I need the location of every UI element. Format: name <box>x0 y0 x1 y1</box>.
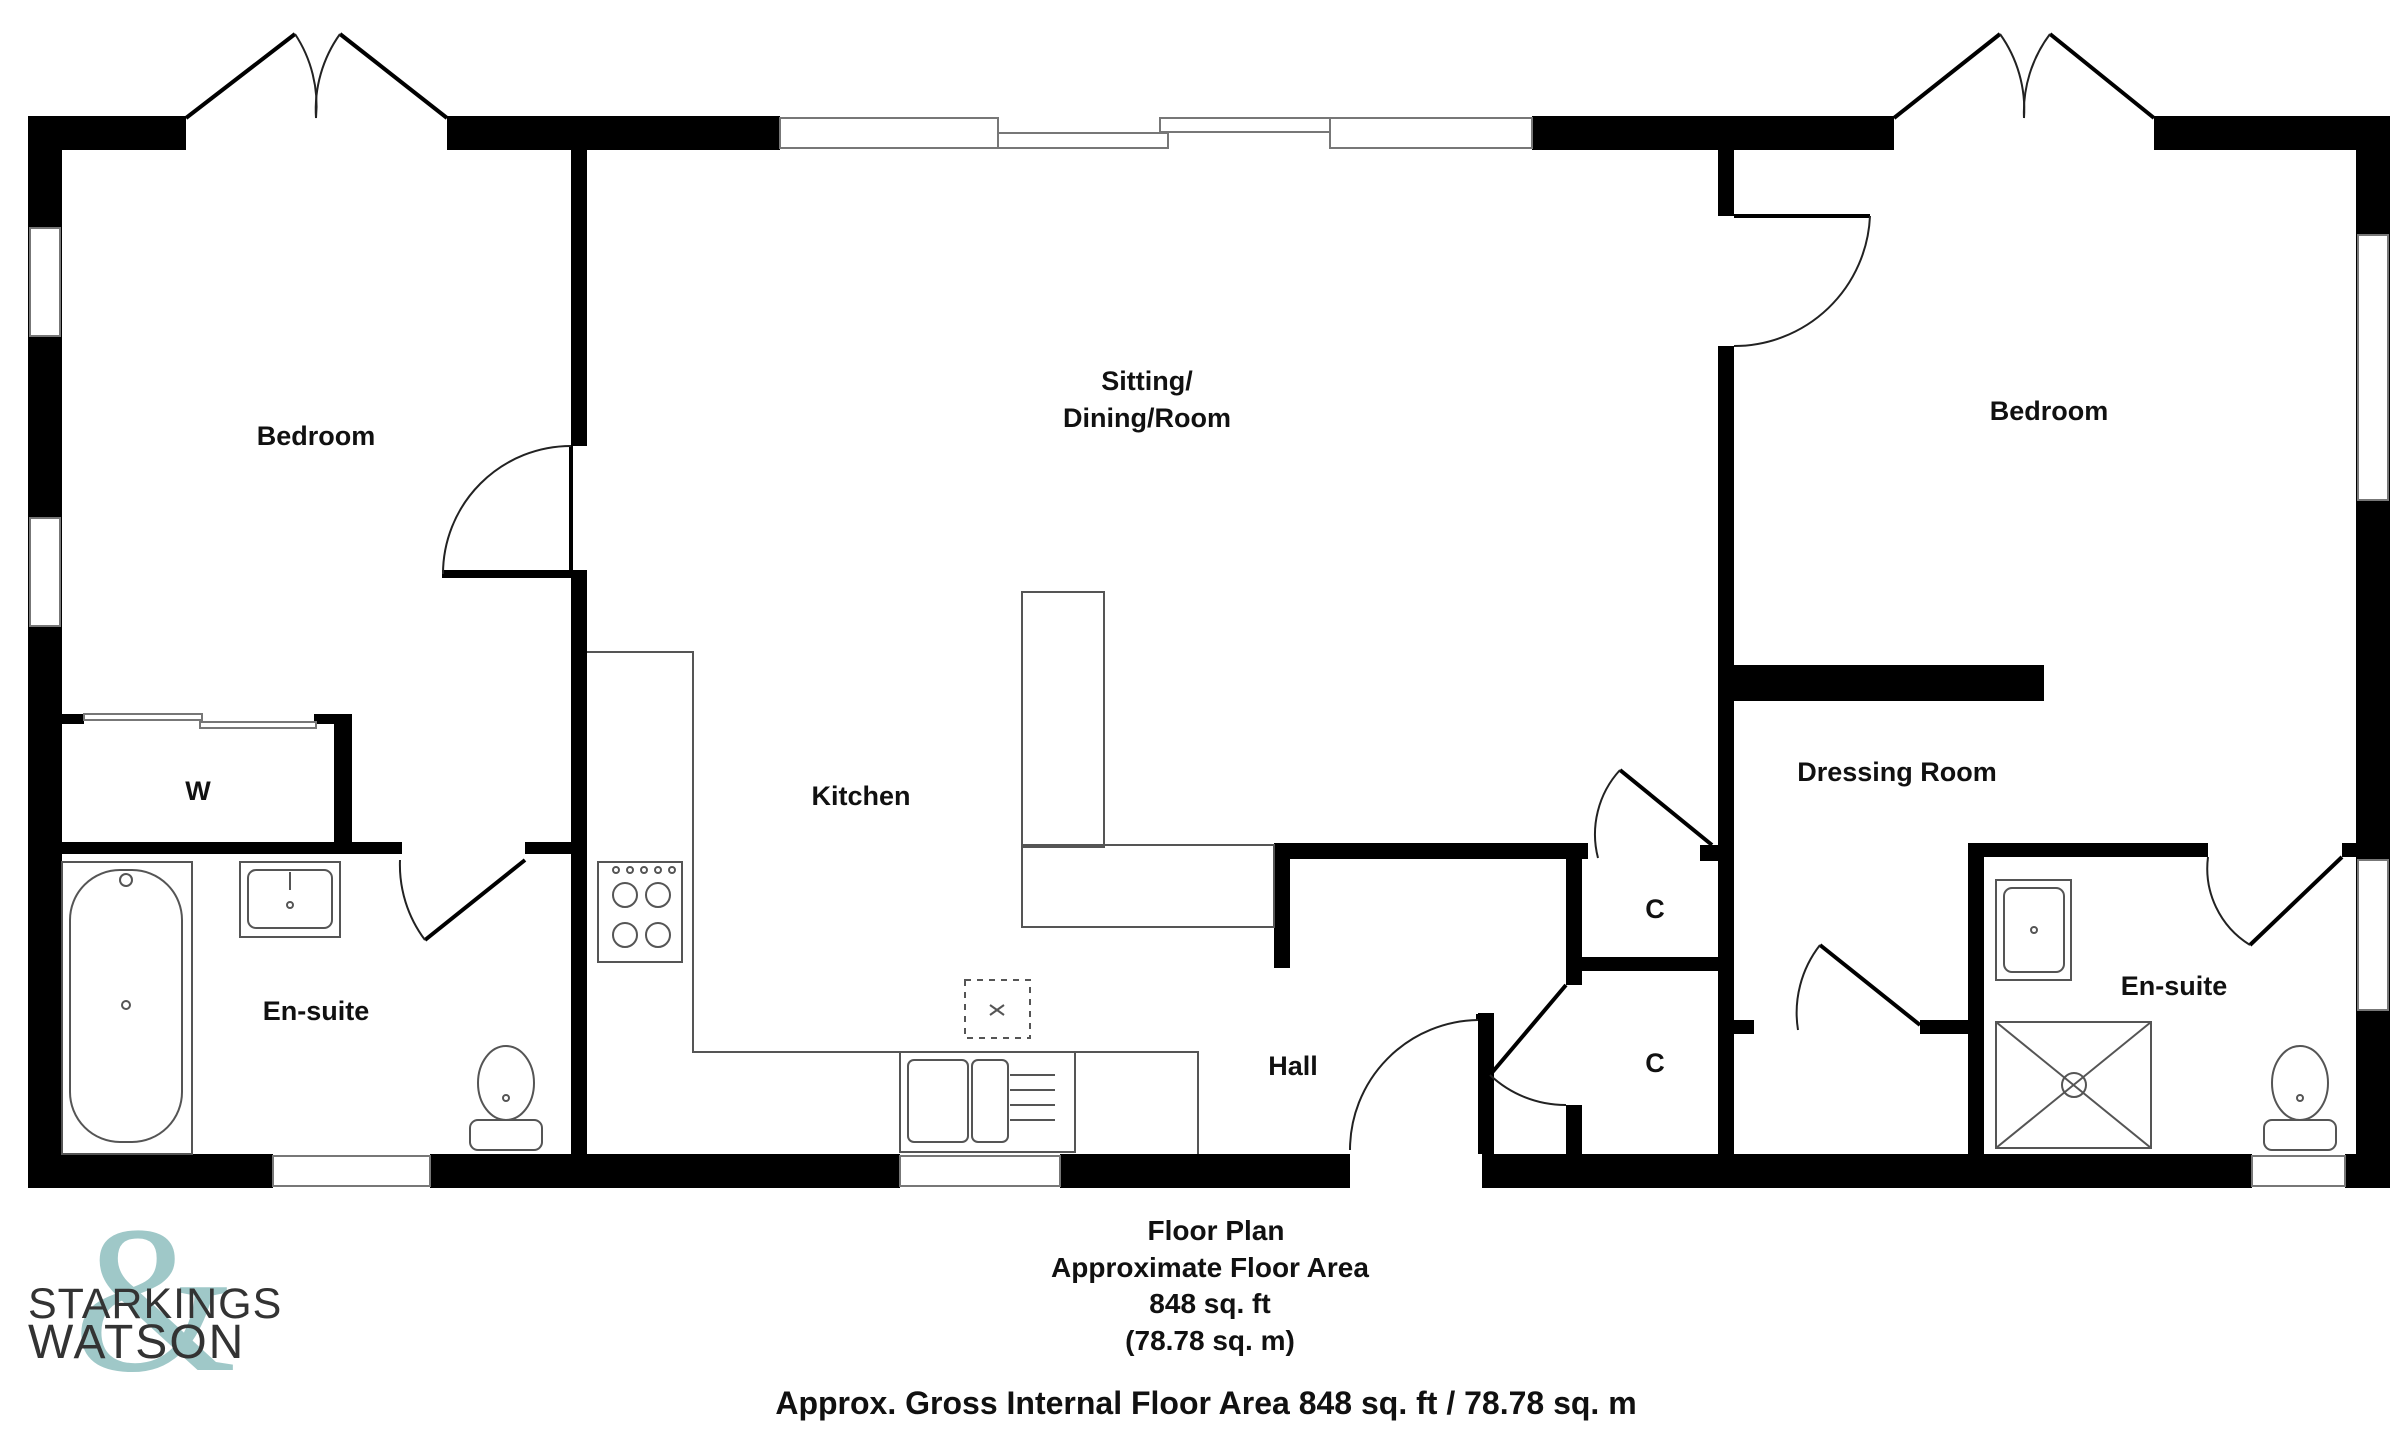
window-right-1 <box>2357 234 2389 501</box>
internal-doors <box>398 214 2344 1151</box>
caption-area-sqm: (78.78 sq. m) <box>1125 1325 1295 1356</box>
windows <box>29 117 2389 1187</box>
room-label-cupboard-lower: C <box>1645 1048 1665 1078</box>
starkings-watson-logo: & STARKINGS WATSON <box>28 1184 282 1416</box>
room-label-ensuite-left: En-suite <box>263 996 370 1026</box>
window-bottom-3 <box>2251 1155 2346 1187</box>
logo-ampersand: & <box>73 1184 236 1416</box>
kitchen-island <box>1021 591 1105 848</box>
room-label-cupboard-upper: C <box>1645 894 1665 924</box>
internal-walls <box>62 150 2356 1154</box>
room-label-kitchen: Kitchen <box>811 781 910 811</box>
room-label-ensuite-right: En-suite <box>2121 971 2228 1001</box>
window-top-4 <box>1329 117 1533 149</box>
wardrobe-doors <box>83 713 317 729</box>
logo-line2: WATSON <box>28 1316 245 1369</box>
basin-right-icon <box>1995 879 2072 981</box>
window-top-1 <box>779 117 999 149</box>
room-label-bedroom-right: Bedroom <box>1990 396 2109 426</box>
room-label-dressing-room: Dressing Room <box>1797 757 1997 787</box>
room-label-bedroom-left: Bedroom <box>257 421 376 451</box>
window-top-2 <box>997 132 1169 149</box>
toilet-icon <box>469 1045 543 1151</box>
room-label-wardrobe: W <box>185 776 211 806</box>
logo-line1: STARKINGS <box>28 1280 282 1328</box>
window-left-2 <box>29 517 61 627</box>
gross-area-footer: Approx. Gross Internal Floor Area 848 sq… <box>775 1385 1636 1421</box>
caption-area-sqft: 848 sq. ft <box>1149 1288 1270 1319</box>
window-left-1 <box>29 227 61 337</box>
room-label-hall: Hall <box>1268 1051 1318 1081</box>
outer-walls <box>28 116 2390 1188</box>
bath-icon <box>61 861 193 1155</box>
room-label-sitting-dining-line2: Dining/Room <box>1063 403 1231 433</box>
shower-icon <box>1995 1021 2152 1149</box>
toilet-right-icon <box>2263 1045 2337 1151</box>
window-bottom-2 <box>899 1155 1061 1187</box>
caption-area-label: Approximate Floor Area <box>1051 1252 1369 1283</box>
bath-fittings <box>61 861 2337 1155</box>
room-label-sitting-dining: Sitting/ <box>1101 366 1193 396</box>
caption-title: Floor Plan <box>1148 1215 1285 1246</box>
extractor-icon <box>964 979 1031 1039</box>
window-right-2 <box>2357 859 2389 1011</box>
sink-icon <box>899 1051 1076 1153</box>
basin-icon <box>239 861 341 938</box>
window-bottom-1 <box>272 1155 431 1187</box>
kitchen-fittings <box>587 591 1275 1154</box>
french-doors <box>184 32 2156 120</box>
hob-icon <box>597 861 683 963</box>
